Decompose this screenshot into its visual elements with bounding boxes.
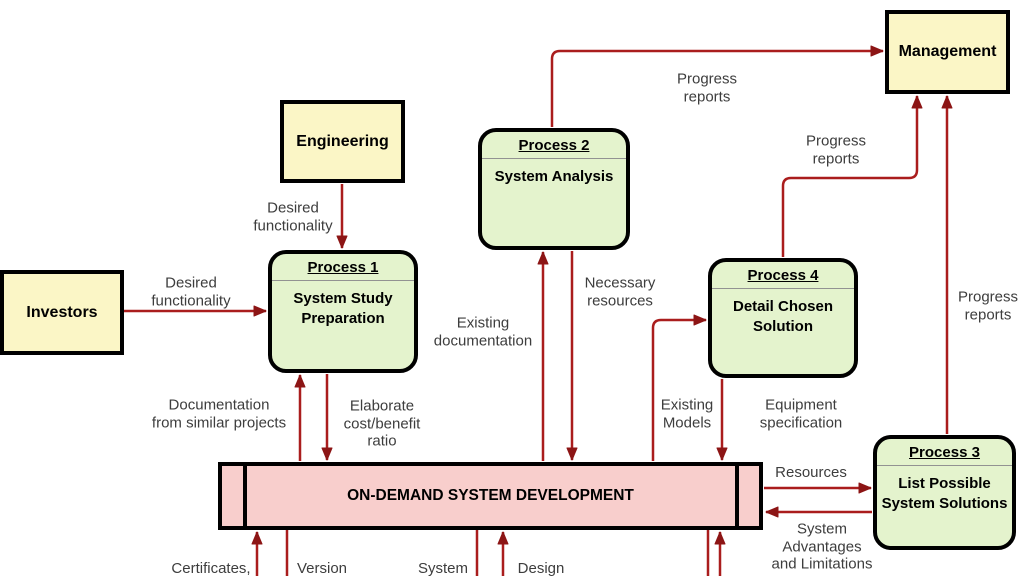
- process-3: Process 3 List Possible System Solutions: [873, 435, 1016, 550]
- entity-engineering-label: Engineering: [296, 132, 389, 150]
- edge-label-version: Version: [296, 560, 348, 576]
- process-1-title: Process 1: [272, 254, 414, 281]
- edge-label-existing-models: Existing Models: [660, 396, 714, 431]
- process-2: Process 2 System Analysis: [478, 128, 630, 250]
- entity-engineering: Engineering: [280, 100, 405, 183]
- data-store-on-demand-system-development: ON-DEMAND SYSTEM DEVELOPMENT: [218, 462, 763, 530]
- edge-label-necessary-resources: Necessary resources: [584, 274, 656, 309]
- data-store-label: ON-DEMAND SYSTEM DEVELOPMENT: [347, 487, 634, 504]
- entity-management: Management: [885, 10, 1010, 94]
- process-1: Process 1 System Study Preparation: [268, 250, 418, 373]
- process-3-name: List Possible System Solutions: [881, 475, 1008, 512]
- edge-label-progress-reports-p3: Progress reports: [957, 288, 1019, 323]
- process-4: Process 4 Detail Chosen Solution: [708, 258, 858, 378]
- edge-label-progress-reports-p4: Progress reports: [805, 132, 867, 167]
- edge-label-resources: Resources: [775, 464, 847, 482]
- edge-label-existing-documentation: Existing documentation: [433, 314, 533, 349]
- edge-label-equipment-specification: Equipment specification: [759, 396, 843, 431]
- edge-store-to-process4-existing-models: [651, 314, 707, 461]
- process-1-name: System Study Preparation: [293, 290, 393, 327]
- store-right-divider: [735, 466, 739, 526]
- edge-label-system: System: [417, 560, 469, 576]
- store-left-divider: [243, 466, 247, 526]
- entity-investors: Investors: [0, 270, 124, 355]
- edge-label-certificates: Certificates,: [171, 560, 251, 576]
- edge-label-desired-functionality-investors: Desired functionality: [151, 274, 231, 309]
- edge-label-progress-reports-p2: Progress reports: [676, 70, 738, 105]
- edge-label-system-advantages-and-limitations: System Advantages and Limitations: [771, 520, 873, 573]
- edge-label-desired-functionality-engineering: Desired functionality: [253, 199, 333, 234]
- process-2-name: System Analysis: [494, 168, 614, 185]
- process-4-title: Process 4: [712, 262, 854, 289]
- edge-label-elaborate-cost-benefit-ratio: Elaborate cost/benefit ratio: [343, 397, 421, 450]
- process-3-title: Process 3: [877, 439, 1012, 466]
- edge-label-documentation-from-similar-projects: Documentation from similar projects: [151, 396, 287, 431]
- process-4-name: Detail Chosen Solution: [732, 298, 834, 335]
- edge-label-design: Design: [517, 560, 565, 576]
- edge-process4-to-management: [781, 95, 923, 257]
- entity-management-label: Management: [898, 43, 997, 60]
- process-2-title: Process 2: [482, 132, 626, 159]
- entity-investors-label: Investors: [26, 303, 98, 321]
